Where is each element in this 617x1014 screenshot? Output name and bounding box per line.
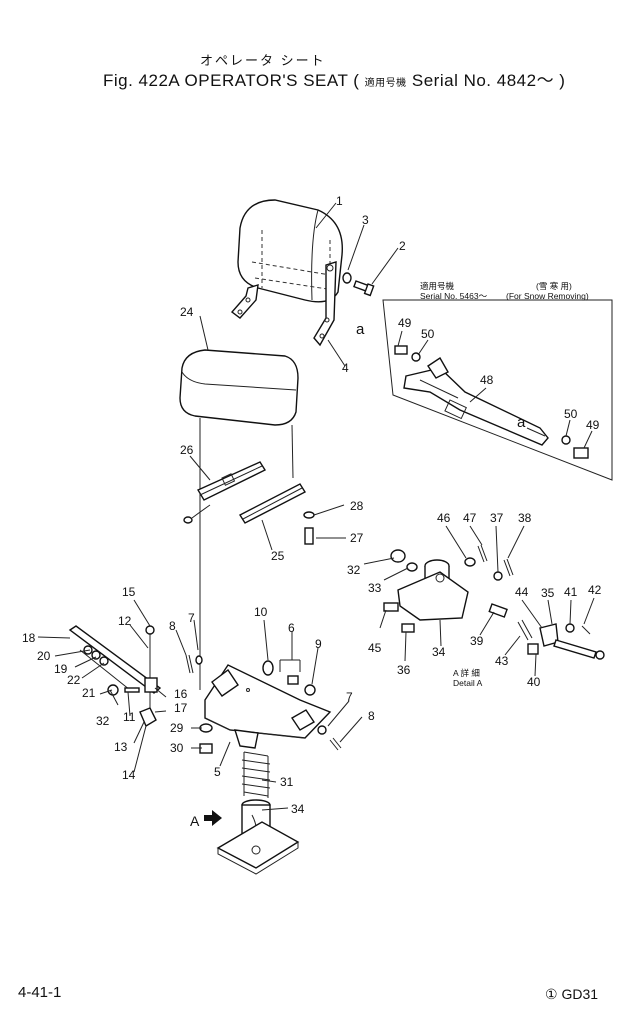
part-label-40: 40	[527, 675, 541, 689]
pin-6-9-10	[262, 659, 316, 696]
part-label-49: 49	[398, 316, 412, 330]
seat-post-base	[216, 799, 300, 875]
part-label-9: 9	[315, 637, 322, 651]
slide-rail-left	[183, 461, 267, 524]
part-label-30: 30	[170, 741, 184, 755]
part-label-31: 31	[280, 775, 294, 789]
pin-8	[185, 654, 203, 674]
part-label-19: 19	[54, 662, 68, 676]
pin-7-8-right	[317, 725, 342, 751]
figure-title: Fig. 422A OPERATOR'S SEAT ( 適用号機 Serial …	[103, 66, 565, 91]
figure-title-japanese: オペレータ シート	[200, 53, 326, 68]
seat-back-bracket-right	[313, 261, 337, 347]
part-label-48: 48	[480, 373, 494, 387]
part-label-5: 5	[214, 765, 221, 779]
part-label-10: 10	[254, 605, 268, 619]
part-label-32b: 32	[347, 563, 361, 577]
model-code: ① GD31	[545, 986, 599, 1002]
part-label-3: 3	[362, 213, 369, 227]
part-label-8b: 8	[368, 709, 375, 723]
part-label-11: 11	[123, 710, 136, 724]
part-label-50b: 50	[564, 407, 578, 421]
part-label-34: 34	[291, 802, 305, 816]
suspension-spring	[241, 751, 271, 798]
reference-a-main: a	[356, 321, 365, 338]
slide-rail-right	[239, 483, 306, 524]
figure-title-text: Fig. 422A OPERATOR'S SEAT	[103, 71, 349, 90]
part-label-32: 32	[96, 714, 110, 728]
snow-removing-inset: 適用号機 (雪 寒 用) Serial No. 5463～ (For Snow …	[382, 281, 613, 481]
part-label-38: 38	[518, 511, 532, 525]
part-label-14: 14	[122, 768, 136, 782]
seat-cushion	[179, 349, 299, 426]
part-label-22: 22	[67, 673, 81, 687]
part-label-28: 28	[350, 499, 364, 513]
part-label-45: 45	[368, 641, 382, 655]
part-label-27: 27	[350, 531, 364, 545]
part-label-35: 35	[541, 586, 555, 600]
part-label-7: 7	[188, 611, 195, 625]
leader-lines	[37, 202, 595, 811]
part-label-1: 1	[336, 194, 343, 208]
part-label-29: 29	[170, 721, 184, 735]
part-label-36: 36	[397, 663, 411, 677]
part-label-33: 33	[368, 581, 382, 595]
part-label-8: 8	[169, 619, 176, 633]
part-label-18: 18	[22, 631, 36, 645]
serial-japanese: 適用号機	[364, 78, 407, 89]
part-label-46: 46	[437, 511, 451, 525]
part-label-20: 20	[37, 649, 51, 663]
inset-serial: Serial No. 5463～	[420, 291, 488, 301]
part-label-15: 15	[122, 585, 136, 599]
part-label-7b: 7	[346, 690, 353, 704]
part-label-21: 21	[82, 686, 96, 700]
serial-number: Serial No. 4842～	[411, 71, 555, 90]
seat-base-plate	[204, 664, 332, 749]
part-label-47: 47	[463, 511, 477, 525]
part-label-50: 50	[421, 327, 435, 341]
view-arrow-a	[204, 810, 222, 826]
part-label-13: 13	[114, 740, 128, 754]
adjust-lever-rod	[68, 625, 162, 728]
inset-note-japanese: (雪 寒 用)	[536, 281, 572, 291]
part-label-42: 42	[588, 583, 602, 597]
part-label-43: 43	[495, 654, 509, 668]
detail-a-label: Detail A	[453, 678, 483, 688]
part-label-26: 26	[180, 443, 194, 457]
seat-back-bracket-left	[230, 284, 259, 319]
part-label-12: 12	[118, 614, 132, 628]
part-label-25: 25	[271, 549, 285, 563]
part-label-6: 6	[288, 621, 295, 635]
part-label-2: 2	[399, 239, 406, 253]
inset-serial-japanese: 適用号機	[420, 281, 455, 291]
part-label-39: 39	[470, 634, 484, 648]
bolt-27	[303, 511, 315, 545]
part-label-24: 24	[180, 305, 194, 319]
part-label-49b: 49	[586, 418, 600, 432]
part-label-34b: 34	[432, 645, 446, 659]
part-label-41: 41	[564, 585, 578, 599]
serial-range: ( 適用号機 Serial No. 4842～ )	[353, 71, 566, 90]
part-label-17: 17	[174, 701, 188, 715]
view-arrow-label: A	[190, 813, 200, 829]
part-label-44: 44	[515, 585, 529, 599]
inset-note: (For Snow Removing)	[506, 291, 589, 301]
detail-a-japanese: A 詳 細	[453, 668, 480, 678]
detail-a-assembly: A 詳 細 Detail A	[383, 544, 605, 688]
page-number: 4-41-1	[18, 984, 62, 1001]
part-label-16: 16	[174, 687, 188, 701]
bolt-washer-assembly	[342, 272, 375, 297]
part-label-37: 37	[490, 511, 504, 525]
part-label-4: 4	[342, 361, 349, 375]
part-number-labels: 1 2 3 4 5 6 7 7 8 8 9 10 11 12 13 14 15 …	[22, 194, 602, 829]
reference-a-inset: a	[517, 414, 526, 431]
